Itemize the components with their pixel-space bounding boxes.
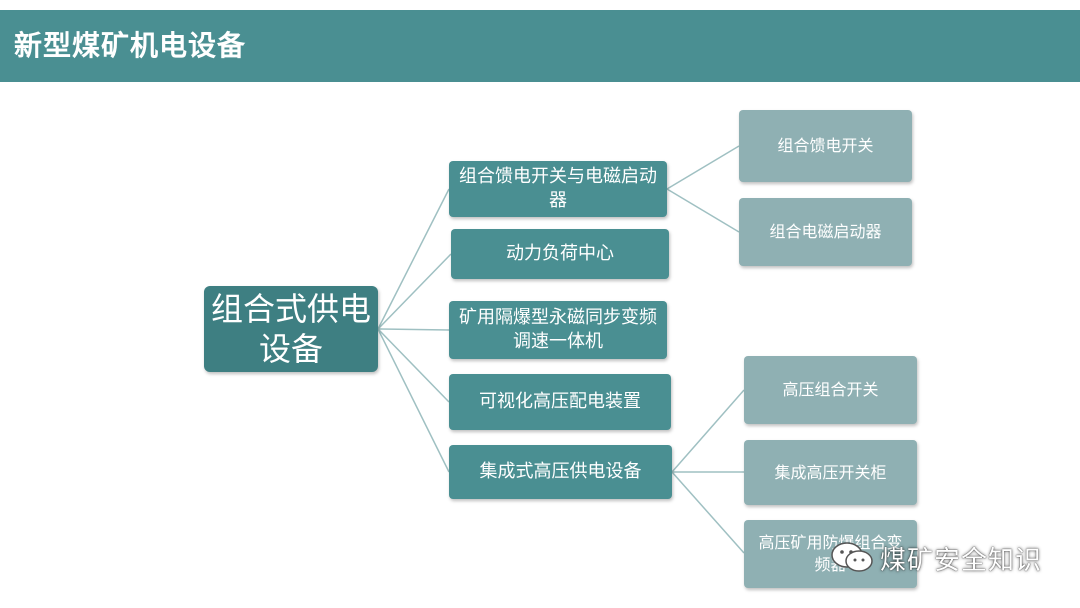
connector-branch-4-leaf-2 — [671, 471, 745, 554]
watermark-text: 煤矿安全知识 — [880, 545, 1043, 576]
branch-node-4: 集成式高压供电设备 — [449, 445, 672, 499]
branch-node-2: 矿用隔爆型永磁同步变频调速一体机 — [449, 301, 667, 359]
connector-root-branch-1 — [377, 253, 452, 330]
leaf-node-4-2: 高压矿用防爆组合变频器 — [744, 520, 917, 588]
leaf-node-0-0: 组合馈电开关 — [739, 110, 912, 182]
connector-root-branch-4 — [377, 328, 450, 473]
connector-branch-4-leaf-0 — [671, 389, 745, 473]
connector-branch-0-leaf-1 — [666, 188, 740, 233]
connector-root-branch-3 — [377, 328, 450, 403]
connector-root-branch-2 — [377, 328, 450, 331]
title-bar: 新型煤矿机电设备 — [0, 10, 1080, 82]
leaf-node-4-0: 高压组合开关 — [744, 356, 917, 424]
branch-node-1: 动力负荷中心 — [451, 229, 669, 279]
leaf-node-0-1: 组合电磁启动器 — [739, 198, 912, 266]
wechat-icon — [830, 540, 874, 576]
branch-node-0: 组合馈电开关与电磁启动器 — [449, 161, 667, 217]
leaf-node-4-1: 集成高压开关柜 — [744, 440, 917, 505]
page-title: 新型煤矿机电设备 — [14, 29, 247, 62]
connector-branch-0-leaf-0 — [666, 145, 740, 190]
connector-root-branch-0 — [377, 188, 450, 330]
watermark: 煤矿安全知识 — [830, 536, 1042, 580]
branch-node-3: 可视化高压配电装置 — [449, 374, 671, 430]
root-node: 组合式供电设备 — [204, 286, 378, 372]
